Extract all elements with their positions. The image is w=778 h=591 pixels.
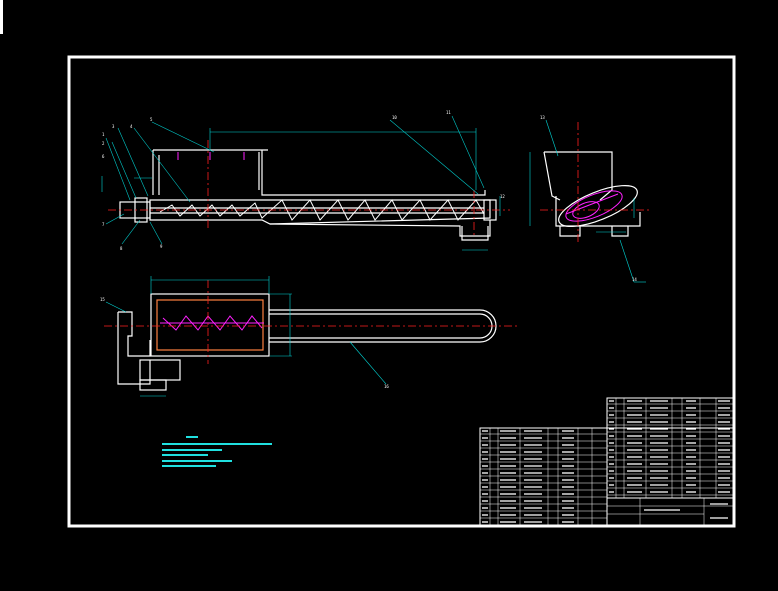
- end-view-base: [555, 196, 641, 237]
- end-view: [543, 151, 641, 237]
- parts-list-text: [482, 400, 730, 523]
- drawing-border: [67, 55, 736, 528]
- top-view-hopper-outer: [150, 293, 270, 357]
- front-view-leaders: [105, 115, 485, 245]
- top-view-motor: [139, 359, 181, 381]
- discharge-spout: [461, 226, 489, 241]
- front-view: [119, 149, 497, 241]
- balloon-4: 4: [130, 124, 133, 129]
- balloon-10: 10: [392, 115, 397, 120]
- balloon-11: 11: [446, 110, 451, 115]
- front-view-inlet-marks: [177, 152, 245, 160]
- balloon-2: 2: [102, 141, 105, 146]
- viewport-corner-marker: [0, 0, 3, 34]
- balloon-5: 5: [150, 117, 153, 122]
- balloon-13: 13: [540, 115, 545, 120]
- top-view-gearbox: [139, 379, 167, 391]
- end-view-hopper: [543, 151, 613, 201]
- balloon-14: 14: [632, 277, 637, 282]
- end-view-trough: [558, 185, 638, 227]
- hopper-outline: [152, 149, 486, 196]
- end-view-centerlines: [540, 122, 650, 244]
- front-view-balloons: 1 2 3 4 5 6 7 8 9 10 11 12: [102, 110, 505, 251]
- hopper-inner: [158, 152, 260, 195]
- end-view-dimensions: [529, 119, 646, 283]
- top-view-drive-unit: [117, 311, 151, 385]
- balloon-12: 12: [500, 194, 505, 199]
- front-view-centerlines: [108, 140, 510, 236]
- top-view-dimensions: [105, 276, 387, 397]
- balloon-7: 7: [102, 222, 105, 227]
- parts-list-upper: [606, 397, 735, 499]
- top-view: [117, 293, 497, 391]
- front-view-dimensions: [101, 128, 501, 251]
- balloon-1: 1: [102, 132, 105, 137]
- trough-bottom: [269, 220, 491, 237]
- title-cell: [606, 497, 735, 527]
- technical-notes: [162, 436, 272, 467]
- balloon-8: 8: [120, 246, 123, 251]
- top-view-screw: [160, 315, 264, 331]
- balloon-15: 15: [100, 297, 105, 302]
- balloon-6: 6: [102, 154, 105, 159]
- end-view-screw-section: [565, 190, 623, 222]
- balloon-16: 16: [384, 384, 389, 389]
- top-view-hopper-inner: [156, 299, 264, 351]
- parts-list-rows: [480, 398, 734, 526]
- balloon-3: 3: [112, 124, 115, 129]
- balloon-9: 9: [160, 244, 163, 249]
- top-view-centerlines: [104, 280, 518, 364]
